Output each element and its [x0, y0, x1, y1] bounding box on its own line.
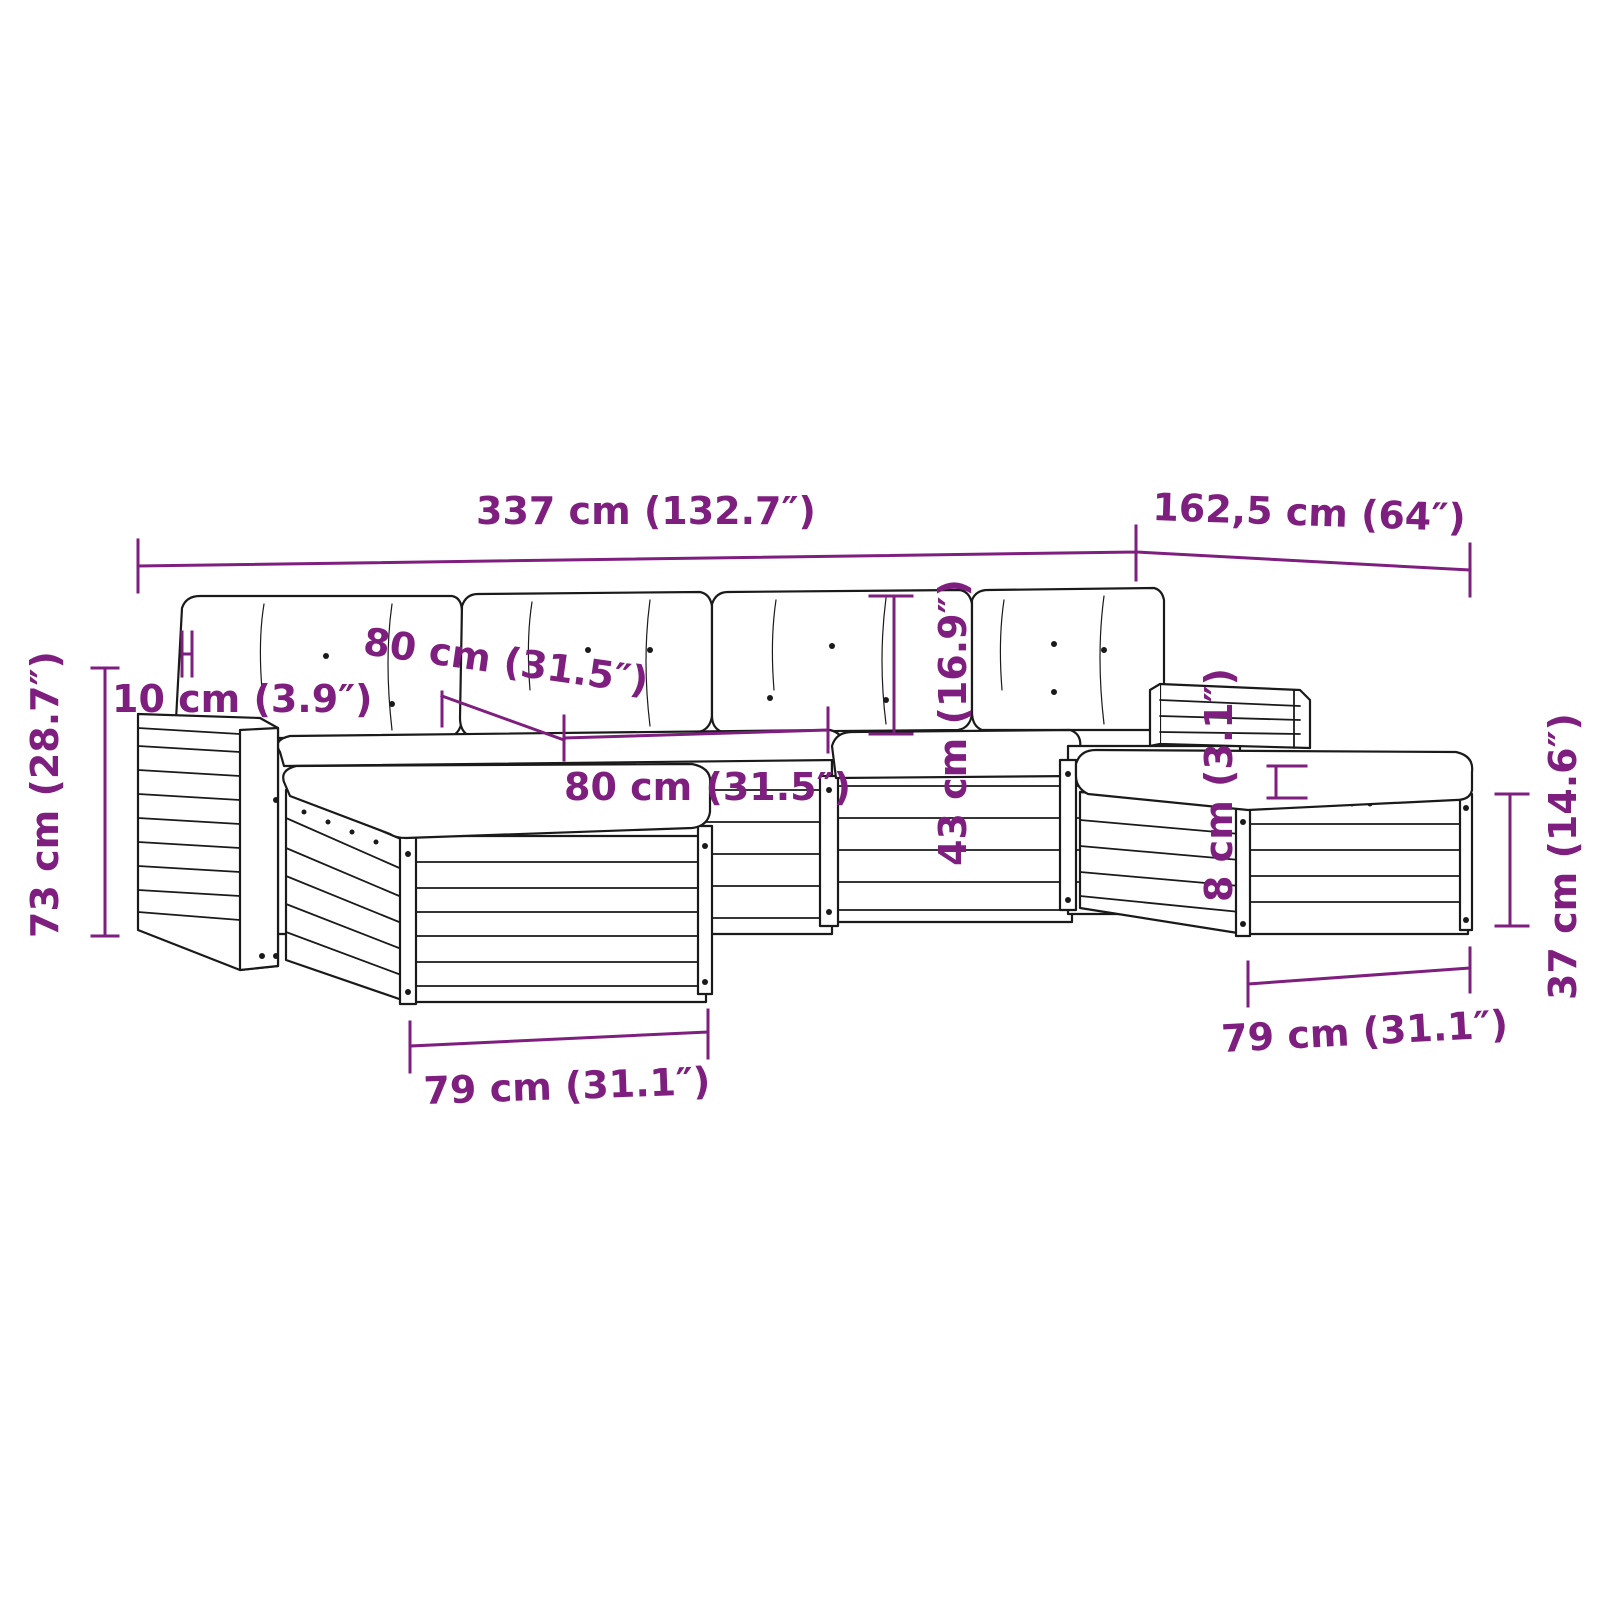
dimension-lines [90, 524, 1530, 1074]
dim-line-ottoman-width [1246, 946, 1472, 1008]
dim-line-backrest-height [868, 594, 914, 736]
label-side-length: 162,5 cm (64″) [1152, 485, 1467, 540]
ottoman-frame [1242, 794, 1470, 936]
dim-line-cushion-thickness [1266, 764, 1308, 800]
dim-line-seat-width [562, 706, 830, 762]
dim-line-front-module-width [408, 1008, 710, 1074]
label-ottoman-width: 79 cm (31.1″) [1220, 1002, 1509, 1061]
label-total-height: 73 cm (28.7″) [23, 651, 67, 938]
label-ottoman-height: 37 cm (14.6″) [1541, 713, 1585, 1000]
left-corner-module [136, 712, 280, 972]
center-module-frame [830, 750, 1074, 924]
front-left-seat-cushion [282, 762, 712, 840]
label-backrest-height: 43 cm (16.9″) [931, 579, 975, 866]
front-right-ottoman [1074, 748, 1474, 938]
dim-line-ottoman-height [1494, 792, 1530, 928]
label-seat-width: 80 cm (31.5″) [564, 765, 851, 809]
dim-line-total-length [136, 524, 1138, 594]
label-armrest-width: 10 cm (3.9″) [112, 677, 373, 721]
back-cushions [174, 586, 1166, 740]
dim-line-side-length [1134, 542, 1472, 598]
label-front-module-width: 79 cm (31.1″) [423, 1059, 711, 1113]
label-cushion-thickness: 8 cm (3.1″) [1197, 668, 1241, 902]
ottoman-seat-cushion [1074, 748, 1474, 812]
label-total-length: 337 cm (132.7″) [476, 489, 816, 533]
dim-line-total-height [90, 666, 120, 938]
front-left-module [282, 762, 714, 1006]
dim-line-armrest-width [180, 630, 194, 678]
front-left-frame [406, 834, 708, 1004]
